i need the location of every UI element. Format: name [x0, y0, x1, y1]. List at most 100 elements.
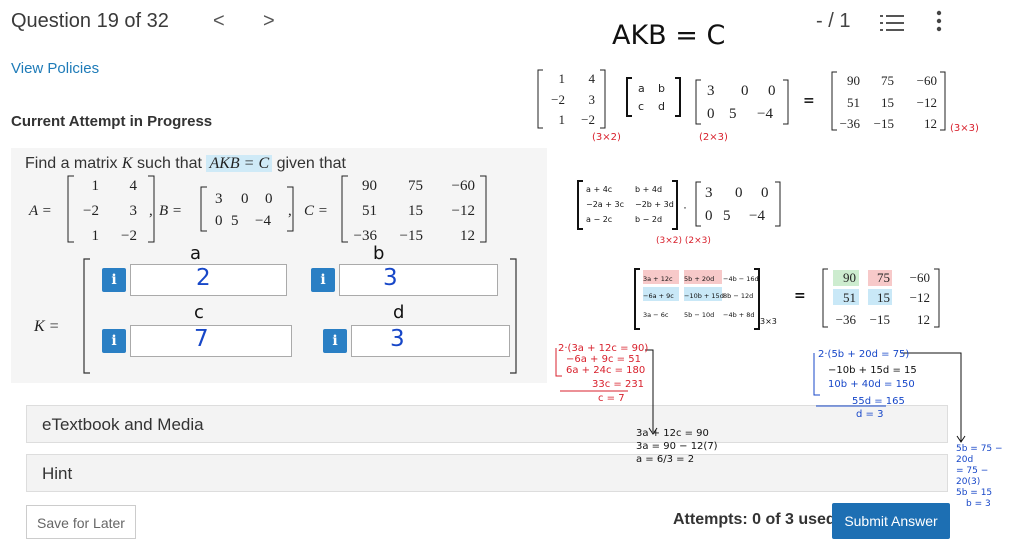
next-question-button[interactable]: > — [263, 10, 275, 32]
hw-left-line: 6a + 24c = 180 — [566, 365, 646, 376]
hw-label-b: b — [373, 243, 385, 264]
b-cell: 0 — [241, 191, 249, 207]
answer-value-d: 3 — [390, 326, 405, 352]
hw-right-line: 55d = 165 — [852, 396, 905, 407]
given-matrices: A = 1 4 −2 3 1 −2 , B = 3 0 0 0 5 −4 , C… — [28, 175, 487, 244]
hw-label-a: a — [190, 243, 202, 264]
label-c: C = — [304, 203, 328, 219]
svg-text:=: = — [803, 93, 815, 109]
submit-answer-button[interactable]: Submit Answer — [832, 503, 950, 539]
label-b: B = — [159, 203, 182, 219]
hw-k-cell: b — [658, 82, 665, 95]
hint-label: Hint — [42, 464, 73, 483]
question-prompt: Find a matrix K such that AKB = C given … — [25, 155, 346, 173]
hw-b2-cell: 0 — [735, 185, 743, 201]
hw-akb-cell: −4b − 16d — [723, 275, 759, 283]
c-cell: 75 — [408, 178, 423, 194]
c-cell: 12 — [460, 228, 475, 244]
hw-c2-cell: −15 — [870, 312, 890, 327]
hw-c-cell: −15 — [874, 116, 894, 131]
hw-c2-cell: −60 — [910, 270, 930, 285]
info-button-b[interactable]: i — [311, 268, 335, 292]
attempt-status: Current Attempt in Progress — [11, 113, 213, 130]
hw-right-work: 2·(5b + 20d = 75) −10b + 15d = 15 10b + … — [818, 349, 917, 420]
hw-left-line: 2·(3a + 12c = 90) — [558, 343, 649, 354]
svg-text:,: , — [288, 203, 292, 219]
a-cell: −2 — [121, 228, 137, 244]
hw-a-cell: 4 — [589, 71, 596, 86]
hw-a-cell: 1 — [559, 71, 566, 86]
answer-input-a[interactable] — [130, 264, 287, 296]
hw-a-cell: 1 — [559, 112, 566, 127]
hw-c2-cell: 90 — [843, 270, 856, 285]
answer-input-b[interactable] — [339, 264, 498, 296]
a-cell: 3 — [130, 203, 138, 219]
etextbook-accordion[interactable]: eTextbook and Media — [26, 405, 948, 443]
c-cell: 15 — [408, 203, 423, 219]
prev-question-button[interactable]: < — [213, 10, 225, 32]
hw-right-line: −10b + 15d = 15 — [828, 365, 917, 376]
hw-right-sub-line: = 75 − 20(3) — [956, 466, 989, 487]
info-button-c[interactable]: i — [102, 329, 126, 353]
hw-c-cell: 90 — [847, 73, 860, 88]
hw-akb-cell: −4b + 8d — [723, 311, 755, 319]
prompt-middle: such that — [137, 155, 202, 172]
hw-right-sub-line: 5b = 75 − 20d — [956, 444, 1003, 465]
hw-b2-cell: 3 — [705, 185, 713, 201]
hw-akb-cell: 3a + 12c — [643, 275, 673, 283]
info-button-d[interactable]: i — [323, 329, 347, 353]
hw-left-work: 2·(3a + 12c = 90) −6a + 9c = 51 6a + 24c… — [558, 343, 648, 404]
view-policies-link[interactable]: View Policies — [11, 60, 100, 77]
hw-right-line: 2·(5b + 20d = 75) — [818, 349, 910, 360]
hw-b2-cell: 5 — [723, 208, 731, 224]
c-cell: 90 — [362, 178, 377, 194]
a-cell: 1 — [92, 228, 100, 244]
hw-left-sub-line: a = 6/3 = 2 — [636, 454, 695, 465]
hw-ak-cell: −2a + 3c — [586, 200, 624, 209]
hw-c-cell: −60 — [917, 73, 937, 88]
hw-right-connector — [813, 352, 966, 443]
hw-c-cell: 15 — [881, 95, 894, 110]
hw-left-sub: 3a + 12c = 90 3a = 90 − 12(7) a = 6/3 = … — [636, 427, 718, 466]
hw-left-line: −6a + 9c = 51 — [566, 354, 641, 365]
hw-b-cell: 0 — [768, 83, 776, 99]
hw-c2-cell: −36 — [836, 312, 857, 327]
svg-text:=: = — [794, 288, 806, 304]
hw-c2-cell: 75 — [877, 270, 890, 285]
prompt-equation: AKB = C — [206, 155, 273, 172]
hw-c2-cell: 51 — [843, 290, 856, 305]
a-cell: 1 — [92, 178, 100, 194]
hw-c2-cell: −12 — [910, 290, 930, 305]
c-cell: 51 — [362, 203, 377, 219]
hint-accordion[interactable]: Hint — [26, 454, 948, 492]
hw-akb-cell: −6a + 9c — [643, 292, 674, 300]
hw-label-d: d — [393, 302, 405, 323]
hw-b-cell: 0 — [741, 83, 749, 99]
hw-c-cell: 51 — [847, 95, 860, 110]
k-matrix-brackets — [83, 258, 517, 374]
hw-a-cell: −2 — [551, 92, 565, 107]
save-for-later-button[interactable]: Save for Later — [26, 505, 136, 539]
answer-value-b: 3 — [383, 265, 398, 291]
hw-akb-cell: −10b + 15d — [684, 292, 724, 300]
vertical-dots-icon[interactable] — [935, 10, 943, 38]
hw-right-sub: 5b = 75 − 20d = 75 − 20(3) 5b = 15 b = 3 — [956, 444, 1014, 510]
b-cell: 5 — [231, 213, 239, 229]
hw-b-cell: 3 — [707, 83, 715, 99]
a-cell: 4 — [130, 178, 138, 194]
label-k: K = — [34, 318, 60, 335]
info-button-a[interactable]: i — [102, 268, 126, 292]
b-cell: 0 — [265, 191, 273, 207]
hw-left-line: 33c = 231 — [592, 379, 645, 390]
prompt-suffix: given that — [276, 155, 346, 172]
answer-input-d[interactable] — [351, 325, 510, 357]
list-icon[interactable] — [880, 12, 906, 34]
answer-input-c[interactable] — [130, 325, 292, 357]
hw-c2-cell: 12 — [917, 312, 930, 327]
hw-left-sub-line: 3a = 90 − 12(7) — [636, 441, 718, 452]
c-cell: −60 — [452, 178, 475, 194]
hw-b-cell: 5 — [729, 106, 737, 122]
hw-k-cell: c — [638, 100, 644, 113]
b-cell: 3 — [215, 191, 223, 207]
hw-akb-cell: 5b − 10d — [684, 311, 714, 319]
